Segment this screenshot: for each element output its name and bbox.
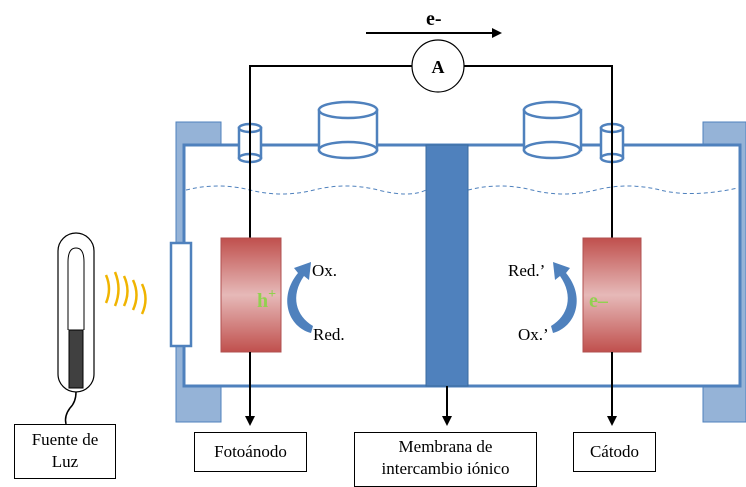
ammeter-label: A	[432, 57, 445, 77]
cathode-oxidized-label: Ox.’	[518, 325, 549, 344]
electrolyte-surface-left	[185, 185, 427, 195]
photoanode-label: Fotoánodo	[194, 432, 307, 472]
photoanode-oxidation-arrow	[287, 262, 313, 333]
photoanode-electrode	[220, 237, 282, 353]
light-source-label: Fuente de Luz	[14, 424, 116, 479]
optical-window	[169, 241, 193, 348]
cathode-reduced-label: Red.’	[508, 261, 545, 280]
right-gas-port	[522, 100, 583, 160]
electrolyte-surface-right	[467, 185, 739, 195]
cathode-electrode	[582, 237, 642, 353]
photoanode-carrier-label: h+	[257, 287, 276, 312]
ammeter	[411, 39, 465, 93]
cathode-carrier-label: e–	[589, 290, 609, 312]
electron-flow-label: e-	[426, 8, 442, 30]
photoanode-oxidized-label: Ox.	[312, 261, 337, 280]
cathode-reduction-arrow	[551, 262, 577, 333]
left-gas-port	[317, 100, 379, 160]
lamp-icon	[57, 232, 95, 425]
ion-exchange-membrane	[425, 144, 469, 387]
membrane-label: Membrana de intercambio iónico	[354, 432, 537, 487]
photoanode-reduced-label: Red.	[313, 325, 345, 344]
cathode-label: Cátodo	[573, 432, 656, 472]
light-rays-icon	[104, 271, 147, 315]
